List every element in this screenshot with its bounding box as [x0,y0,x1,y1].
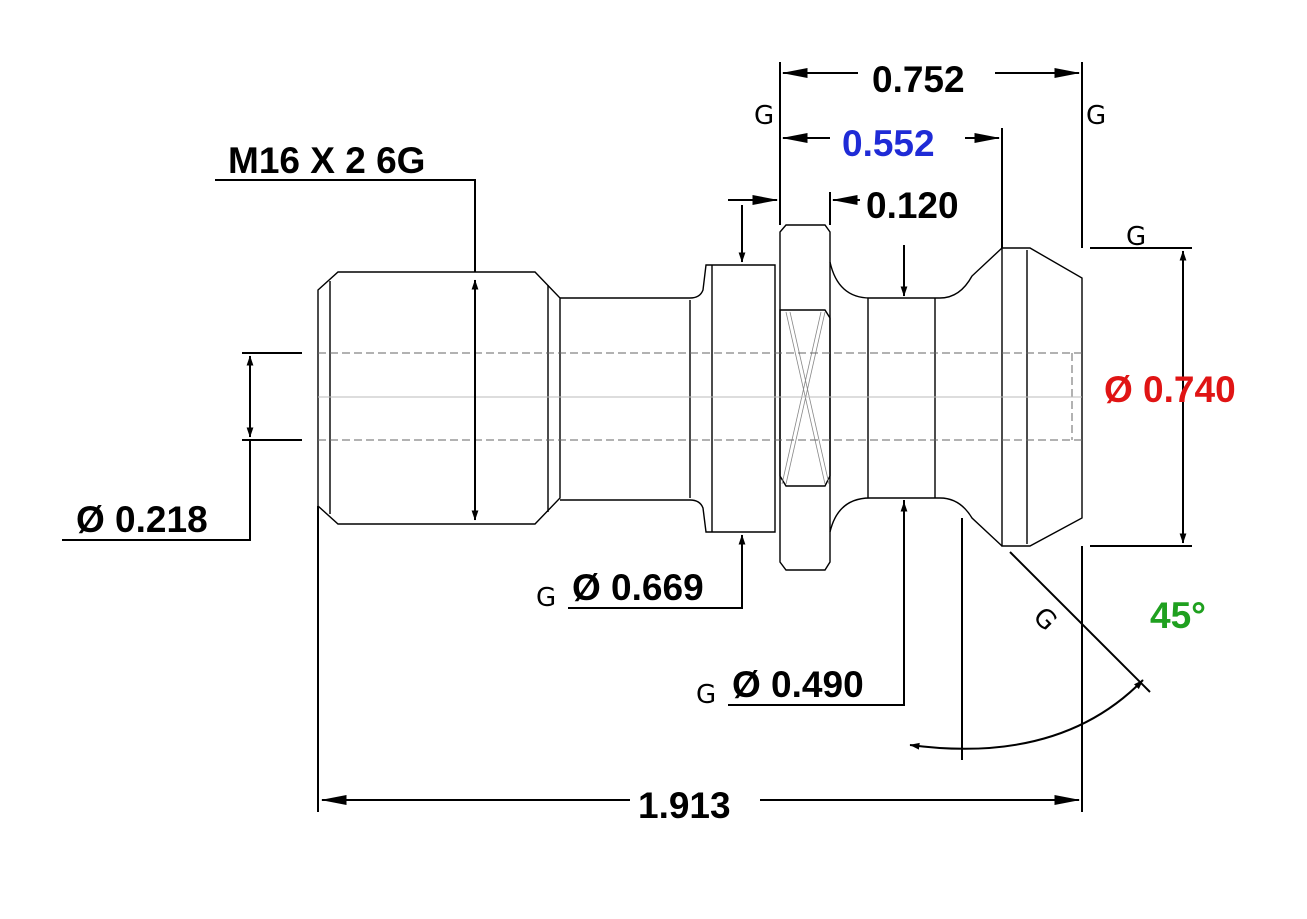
head-diameter-label: Ø 0.740 [1104,369,1236,410]
grind-mark: G [754,101,774,131]
flange-diameter-label: Ø 0.669 [572,567,704,608]
dimension-labels: M16 X 2 6G Ø 0.218 Ø 0.669 Ø 0.490 Ø 0.7… [76,59,1236,826]
bore-diameter-label: Ø 0.218 [76,499,208,540]
grind-mark: G [1086,101,1106,131]
dimension-lines [62,62,1192,812]
grind-mark: G [1027,602,1062,637]
grind-mark: G [1126,222,1146,252]
flange-thickness-label: 0.120 [866,185,959,226]
head [1001,247,1083,547]
flange-to-head-label: 0.552 [842,123,935,164]
thread-callout-label: M16 X 2 6G [228,140,425,181]
grind-marks: G G G G G G [536,101,1146,710]
body-section [560,264,776,533]
neck-diameter-label: Ø 0.490 [732,664,864,705]
grind-mark: G [536,583,556,613]
threaded-shank [317,271,561,525]
flange-knurl [781,311,830,485]
grind-mark: G [696,680,716,710]
head-length-label: 0.752 [872,59,965,100]
overall-length-label: 1.913 [638,785,731,826]
chamfer-angle-label: 45° [1150,595,1206,636]
neck [829,247,1003,547]
